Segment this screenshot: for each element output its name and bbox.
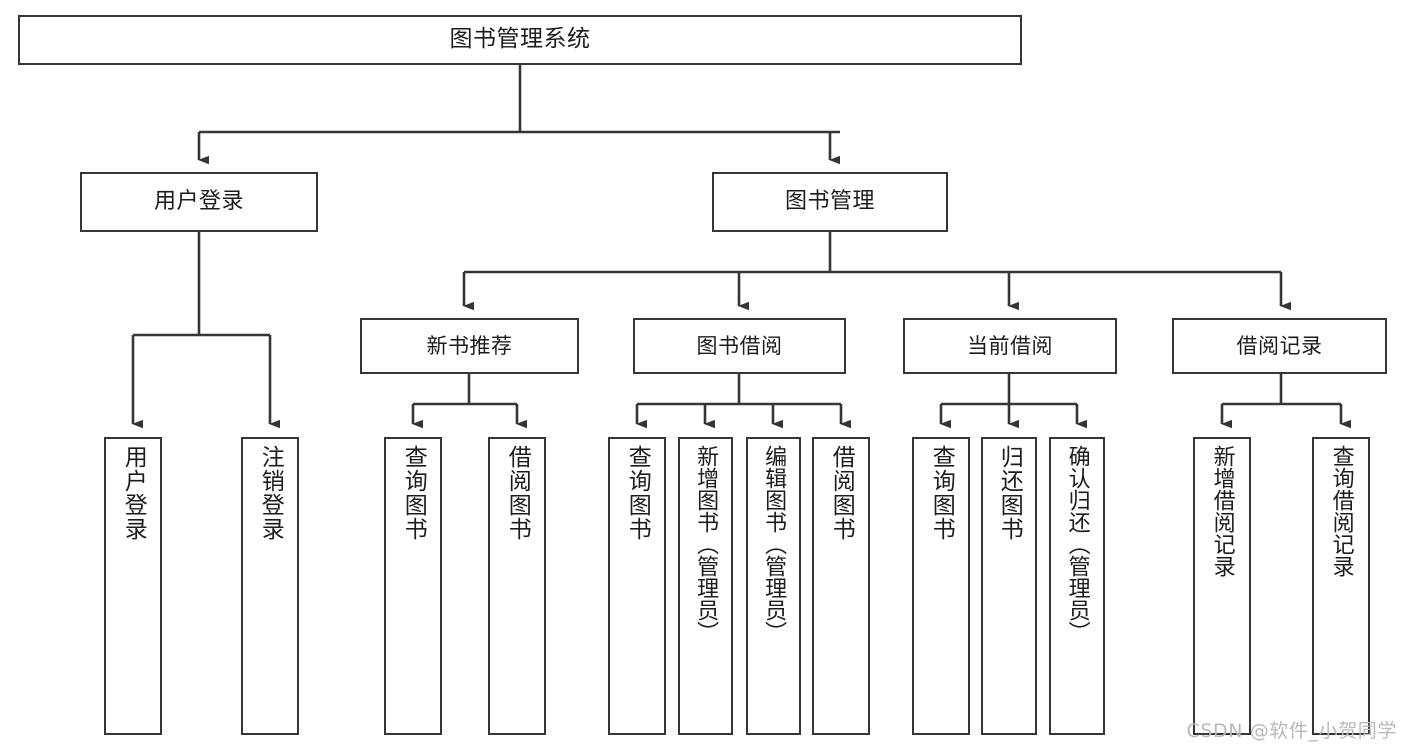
node-label: 新增图书（管理员） <box>693 445 719 643</box>
leaf-query-borrow-record[interactable]: 查询借阅记录 <box>1312 437 1370 735</box>
leaf-user-login[interactable]: 用户登录 <box>104 437 162 735</box>
node-label: 查询图书 <box>400 445 427 541</box>
node-label: 新书推荐 <box>426 333 513 358</box>
node-label: 查询图书 <box>624 445 651 541</box>
node-label: 借阅图书 <box>504 445 531 541</box>
leaf-borrow-books[interactable]: 借阅图书 <box>812 437 870 735</box>
node-label: 编辑图书（管理员） <box>761 445 787 643</box>
node-current-borrow[interactable]: 当前借阅 <box>903 318 1117 374</box>
node-user-login[interactable]: 用户登录 <box>80 172 318 232</box>
node-book-management[interactable]: 图书管理 <box>712 172 948 232</box>
node-label: 归还图书 <box>996 445 1023 541</box>
node-label: 用户登录 <box>120 445 147 541</box>
node-book-borrow[interactable]: 图书借阅 <box>633 318 846 374</box>
node-label: 用户登录 <box>153 189 244 215</box>
leaf-edit-book-admin[interactable]: 编辑图书（管理员） <box>746 437 801 735</box>
node-label: 查询借阅记录 <box>1328 445 1354 577</box>
node-label: 新增借阅记录 <box>1209 445 1235 577</box>
node-label: 借阅记录 <box>1236 333 1323 358</box>
node-label: 借阅图书 <box>828 445 855 541</box>
leaf-add-book-admin[interactable]: 新增图书（管理员） <box>678 437 733 735</box>
leaf-borrow-books-recommend[interactable]: 借阅图书 <box>488 437 546 735</box>
node-label: 查询图书 <box>928 445 955 541</box>
node-root-system[interactable]: 图书管理系统 <box>18 15 1022 65</box>
leaf-confirm-return-admin[interactable]: 确认归还（管理员） <box>1049 437 1105 735</box>
node-label: 注销登录 <box>257 445 284 541</box>
leaf-query-books-borrow[interactable]: 查询图书 <box>608 437 666 735</box>
node-label: 确认归还（管理员） <box>1064 445 1090 643</box>
leaf-add-borrow-record[interactable]: 新增借阅记录 <box>1193 437 1251 735</box>
node-new-book-recommend[interactable]: 新书推荐 <box>360 318 579 374</box>
leaf-return-books[interactable]: 归还图书 <box>981 437 1037 735</box>
node-label: 图书管理 <box>784 189 875 215</box>
node-label: 图书借阅 <box>696 333 783 358</box>
node-label: 图书管理系统 <box>449 26 591 53</box>
leaf-query-books-recommend[interactable]: 查询图书 <box>384 437 442 735</box>
leaf-user-logout[interactable]: 注销登录 <box>241 437 299 735</box>
node-label: 当前借阅 <box>967 333 1053 358</box>
node-borrow-record[interactable]: 借阅记录 <box>1172 318 1387 374</box>
leaf-query-books-current[interactable]: 查询图书 <box>912 437 970 735</box>
csdn-watermark: CSDN @软件_小贺同学 <box>1186 720 1397 742</box>
